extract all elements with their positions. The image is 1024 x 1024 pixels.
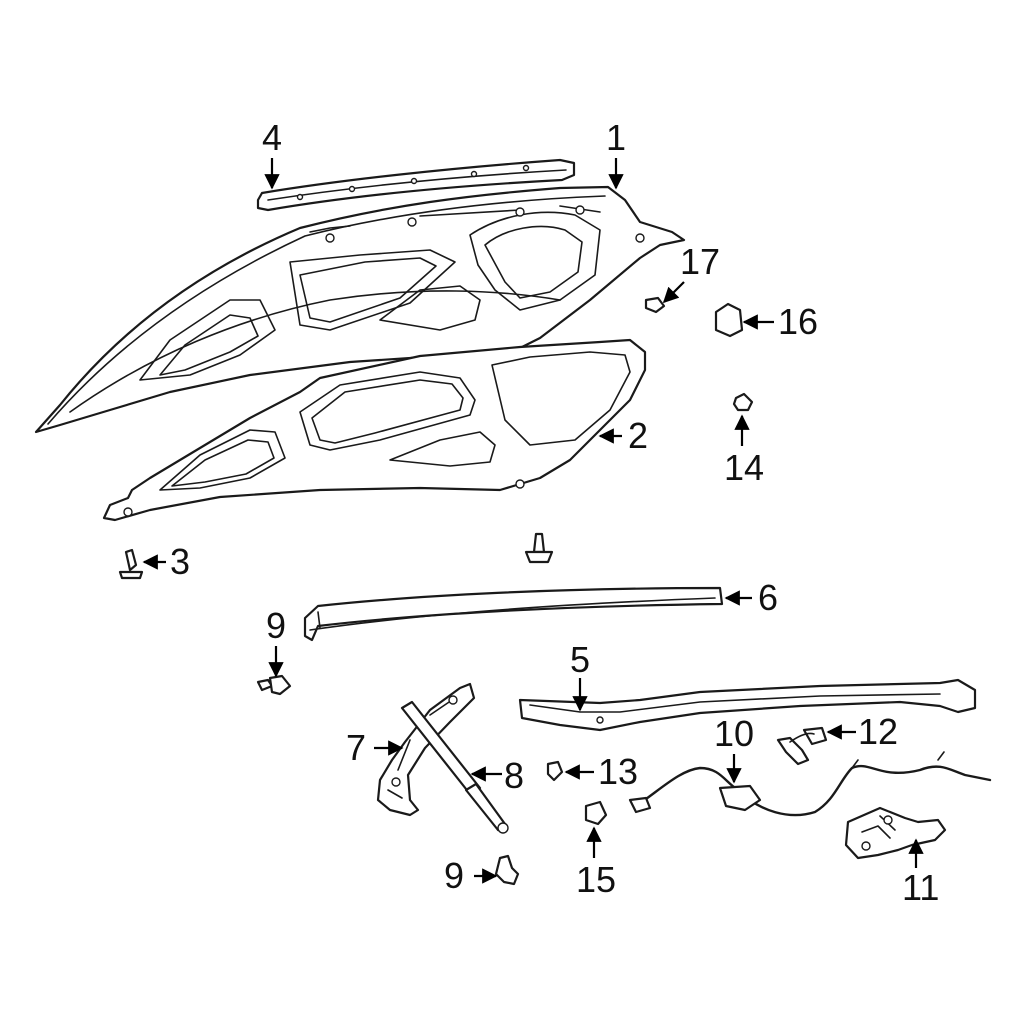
callout-15: 15 [576,859,616,900]
retainer-17[interactable] [644,296,666,314]
latch-connector-12[interactable] [776,726,828,766]
callout-14: 14 [724,447,764,488]
hood-release-cable[interactable] [628,751,992,817]
callout-4: 4 [262,117,282,158]
hood-rear-weatherstrip[interactable] [303,586,724,642]
callout-17: 17 [680,241,720,282]
hood-insulator[interactable] [102,338,647,522]
callout-16: 16 [778,301,818,342]
callout-9b: 9 [444,855,464,896]
hood-hinge-7[interactable] [376,682,476,817]
hood-panel[interactable] [34,185,686,434]
callout-2: 2 [628,415,648,456]
hood-bumper-stop-14[interactable] [732,392,754,412]
callout-1: 1 [606,117,626,158]
callout-12: 12 [858,711,898,752]
hood-lift-strut[interactable] [400,700,509,834]
callout-5: 5 [570,639,590,680]
callout-9a: 9 [266,605,286,646]
hood-support-bracket[interactable] [518,678,977,732]
callout-11: 11 [902,867,939,908]
push-pin-fastener-3[interactable] [118,548,144,580]
insulator-clip[interactable] [524,532,554,564]
leader-arrows [142,158,924,884]
hood-bumper-upper[interactable] [256,674,292,696]
hood-latch[interactable] [844,806,947,860]
callout-6: 6 [758,577,778,618]
callout-labels: 1 2 3 4 5 6 7 8 9 9 10 11 12 13 14 15 16… [170,117,939,908]
leader-17 [662,281,685,304]
callout-3: 3 [170,541,190,582]
callout-10: 10 [714,713,754,754]
hood-front-seal[interactable] [256,158,576,212]
retainer-clip-13[interactable] [546,760,564,782]
hood-bumper-lower[interactable] [494,854,520,886]
callout-13: 13 [598,751,638,792]
latch-bracket-16[interactable] [714,302,744,338]
callout-7: 7 [346,727,366,768]
retainer-clip-15[interactable] [584,800,608,826]
callout-8: 8 [504,755,524,796]
